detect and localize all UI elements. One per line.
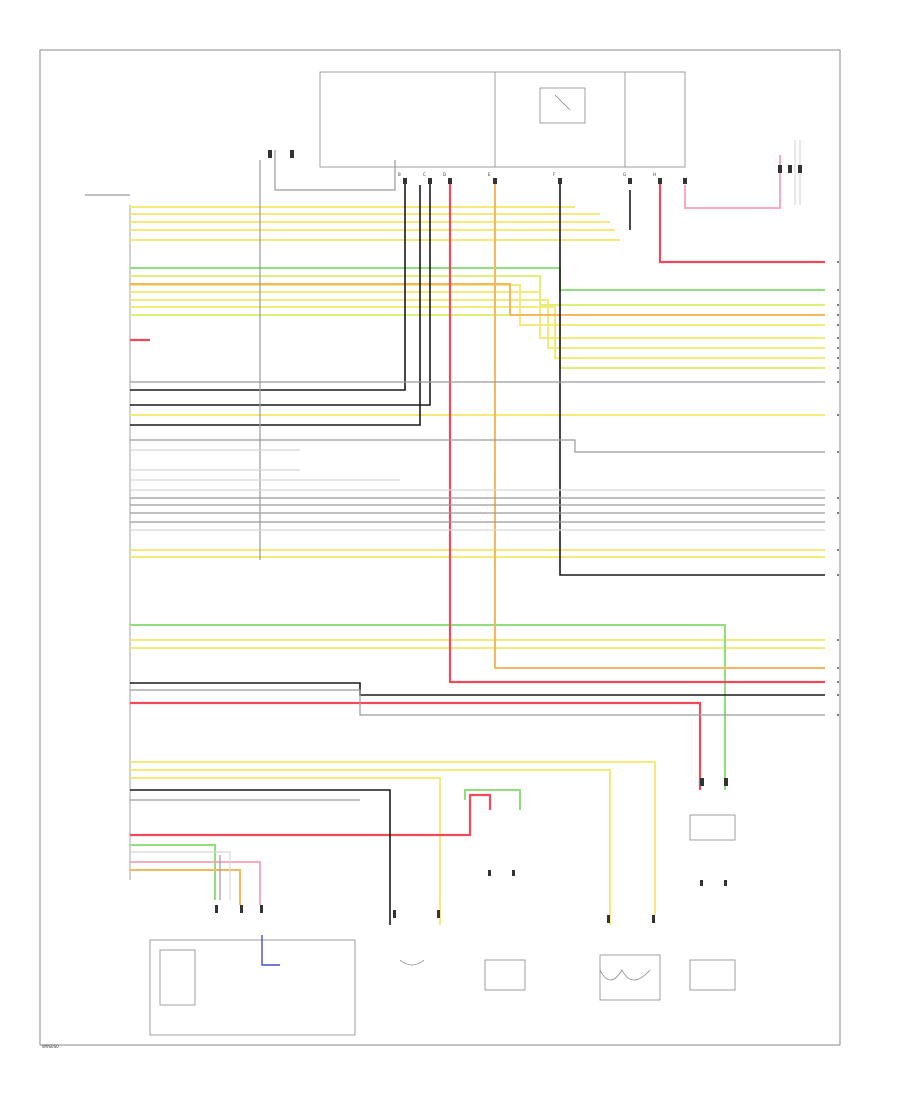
connector-label: E: [488, 172, 491, 177]
gray-wires: [85, 150, 825, 900]
switch-box: [539, 87, 586, 124]
connector-label: H: [653, 172, 656, 177]
seat-sensor-box: [159, 949, 196, 1006]
connector-label: C: [423, 172, 426, 177]
red-wires: [130, 180, 825, 837]
connector-label: D: [443, 172, 446, 177]
right-door-sensor-box: [689, 959, 736, 991]
orange-wires: [130, 180, 825, 905]
right-rear-sensor-box: [689, 814, 736, 841]
seat-blue-wire: [261, 935, 280, 966]
top-connector-labels: B C D E F G H: [398, 172, 656, 177]
pink-wires: [130, 155, 781, 905]
yellow-wires: [130, 206, 825, 925]
terminal-markers: [215, 150, 802, 923]
black-wires: [130, 180, 825, 925]
connector-label: F: [553, 172, 556, 177]
green-wires: [130, 267, 825, 900]
connector-label: B: [398, 172, 401, 177]
left-bottom-sensor-shape: [399, 959, 425, 966]
top-module-group: [149, 71, 736, 1036]
left-seat-assembly-box: [149, 939, 356, 1036]
diagram-code: W9S0S0: [42, 1044, 59, 1049]
left-door-sensor-box: [484, 959, 526, 991]
top-module-box: [319, 71, 686, 168]
white-wires: [130, 140, 825, 900]
right-edge-terminals: [837, 261, 839, 716]
right-bottom-sensor-shape: [599, 969, 651, 981]
connector-label: G: [623, 172, 626, 177]
diagram-frame: [39, 49, 841, 1046]
right-bottom-box: [599, 954, 661, 1001]
